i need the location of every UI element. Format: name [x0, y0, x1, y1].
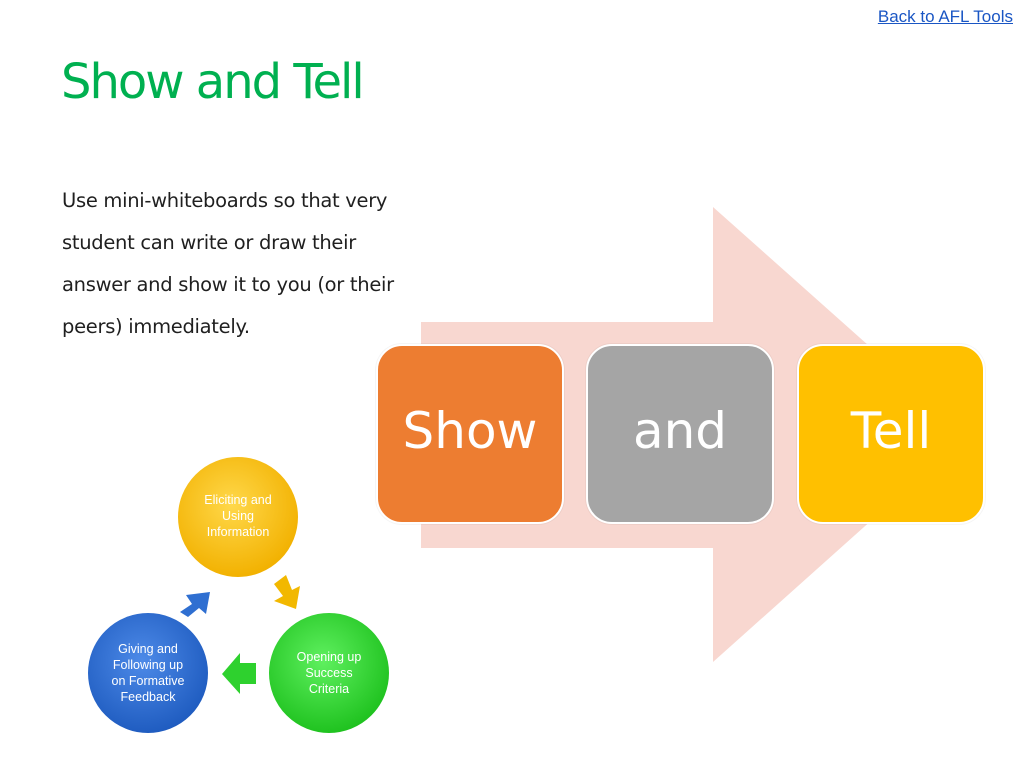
cycle-label-giving: Giving and Following up on Formative Fee… — [98, 641, 198, 705]
body-line: peers) immediately. — [62, 315, 250, 338]
show-box-label: Show — [402, 402, 538, 460]
cycle-label-line: Information — [206, 525, 270, 539]
and-box: and — [586, 344, 774, 524]
tell-box-label: Tell — [850, 402, 932, 460]
page-title: Show and Tell — [61, 54, 365, 110]
tell-box: Tell — [797, 344, 985, 524]
arrow-down-right-icon — [274, 575, 300, 609]
cycle-node-opening — [267, 611, 391, 735]
and-box-label: and — [632, 402, 728, 460]
cycle-label-line: Using — [222, 509, 254, 523]
cycle-label-line: Success — [305, 666, 353, 680]
body-text: Use mini-whiteboards so that very studen… — [62, 180, 442, 348]
body-line: answer and show it to you (or their — [62, 273, 394, 296]
cycle-label-line: Giving and — [118, 642, 178, 656]
body-line: Use mini-whiteboards so that very — [62, 189, 388, 212]
cycle-node-giving — [86, 611, 210, 735]
show-box: Show — [376, 344, 564, 524]
cycle-label-line: on Formative — [111, 674, 185, 688]
cycle-label-eliciting: Eliciting and Using Information — [188, 492, 288, 540]
cycle-label-opening: Opening up Success Criteria — [279, 649, 379, 697]
cycle-label-line: Following up — [112, 658, 184, 672]
cycle-node-eliciting — [176, 455, 300, 579]
body-line: student can write or draw their — [62, 231, 356, 254]
cycle-label-line: Feedback — [120, 690, 176, 704]
back-to-afl-tools-link[interactable]: Back to AFL Tools — [877, 7, 1013, 26]
arrow-left-icon — [222, 653, 256, 694]
cycle-label-line: Eliciting and — [204, 493, 272, 507]
cycle-label-line: Criteria — [308, 682, 350, 696]
cycle-label-line: Opening up — [296, 650, 362, 664]
arrow-up-right-icon — [180, 592, 210, 617]
